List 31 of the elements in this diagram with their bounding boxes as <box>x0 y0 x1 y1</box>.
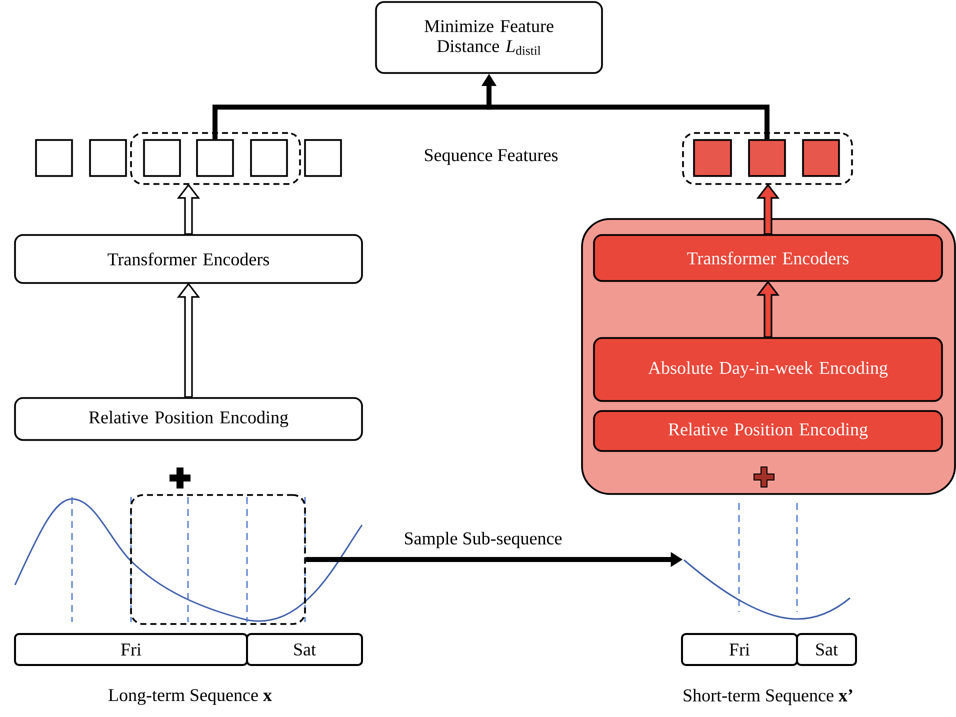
process-box: Absolute Day-in-week Encoding <box>593 337 943 402</box>
day-box: Fri <box>14 633 248 666</box>
feature-square <box>693 139 732 177</box>
caption-text: Sequence Features <box>425 149 558 165</box>
caption-text: Long-term Sequence x <box>108 689 272 705</box>
dashed-group-box <box>130 132 301 185</box>
feature-square <box>748 139 786 177</box>
feature-square <box>35 139 73 177</box>
process-box: Relative Position Encoding <box>14 397 363 441</box>
feature-square <box>802 139 840 177</box>
hollow-arrow <box>176 282 200 398</box>
hollow-arrow <box>756 280 780 338</box>
dashed-group-box <box>682 132 853 185</box>
feature-square <box>304 139 342 177</box>
process-box: Transformer Encoders <box>593 234 943 282</box>
edge-label: Sample Sub-sequence <box>402 530 564 550</box>
feature-square <box>89 139 127 177</box>
waveform-curve <box>684 559 850 620</box>
process-box: Relative Position Encoding <box>593 410 943 452</box>
feature-square <box>196 139 234 177</box>
hollow-arrow <box>756 184 780 235</box>
feature-square <box>250 139 288 177</box>
caption-text: Short-term Sequence x’ <box>684 688 852 706</box>
feature-square <box>143 139 181 177</box>
day-box: Sat <box>246 633 363 666</box>
goal-box: Minimize Feature Distance L$_{distil}$ <box>375 1 603 74</box>
day-box: Fri <box>681 633 798 666</box>
process-box: Transformer Encoders <box>14 234 363 284</box>
dashed-selection-box <box>130 494 306 625</box>
hollow-arrow <box>176 184 200 235</box>
day-box: Sat <box>796 633 857 666</box>
